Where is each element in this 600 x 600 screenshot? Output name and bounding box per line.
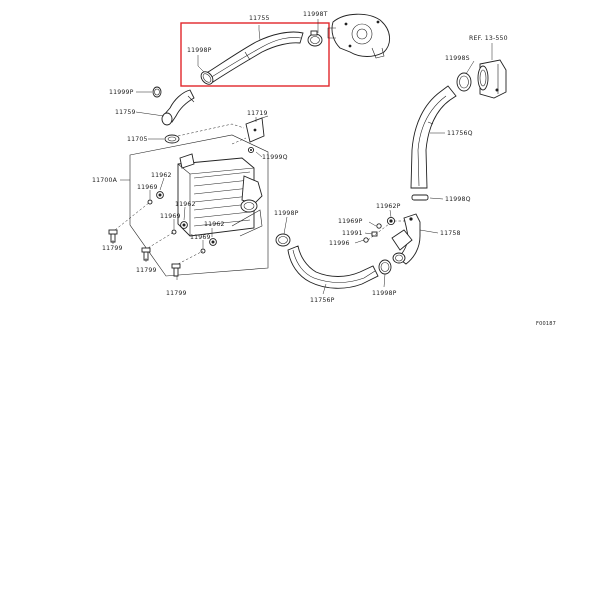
label-11969-right: 11969 [190,234,211,241]
highlight-box [180,22,330,87]
bolt-11799-bottom[interactable] [171,263,181,277]
label-11962-right: 11962 [204,221,225,228]
bolt-11962P[interactable] [386,216,396,226]
label-11758: 11758 [440,230,461,237]
washer-11969-left[interactable] [147,199,153,205]
label-11962-left: 11962 [151,172,172,179]
assembly-bracket-line [129,134,269,277]
label-11799-left: 11799 [102,245,123,252]
hose-11756Q[interactable] [410,85,457,189]
hose-clamp-11998S[interactable] [456,72,472,92]
washer-11969-mid[interactable] [171,229,177,235]
hose-clamp-11998P-middle[interactable] [275,233,291,247]
bolt-11962-mid[interactable] [180,221,188,229]
throttle-body [477,59,507,99]
diagram-code: F00187 [536,321,556,327]
label-11705: 11705 [127,136,148,143]
hose-clamp-11998Q[interactable] [411,194,429,201]
label-11700A: 11700A [92,177,118,184]
label-11991: 11991 [342,230,363,237]
bolt-11962-left[interactable] [156,191,164,199]
washer-11969P[interactable] [376,223,382,229]
nut-11996[interactable] [363,237,369,243]
label-11799-bottom: 11799 [166,290,187,297]
label-11969-left: 11969 [137,184,158,191]
label-11996: 11996 [329,240,350,247]
bolt-11799-left[interactable] [108,229,118,243]
air-pipe-11758[interactable] [391,213,421,265]
bolt-11962-right[interactable] [209,238,217,246]
label-11759: 11759 [115,109,136,116]
turbocharger [327,13,390,59]
label-11756P: 11756P [310,297,335,304]
label-11719: 11719 [247,110,268,117]
label-11969-mid: 11969 [160,213,181,220]
label-11755: 11755 [249,15,270,22]
label-11756Q: 11756Q [447,130,473,137]
label-11998P-right: 11998P [372,290,397,297]
bolt-11799-mid[interactable] [141,247,151,261]
hose-clamp-11998T[interactable] [307,30,323,47]
hose-11755[interactable] [204,31,304,83]
hose-clamp-11998P-top[interactable] [199,69,216,86]
leader-lines [112,19,493,295]
label-11998T: 11998T [303,11,328,18]
label-11999Q: 11999Q [262,154,288,161]
label-11999P: 11999P [109,89,134,96]
hose-clamp-11998P-right[interactable] [378,259,392,275]
clip-11999Q[interactable] [247,146,255,154]
hose-11705[interactable] [164,134,180,144]
label-11998P-middle: 11998P [274,210,299,217]
air-pipe-11759[interactable] [161,89,195,126]
bracket-11719[interactable] [245,115,269,143]
label-11998Q: 11998Q [445,196,471,203]
label-11962-mid: 11962 [175,201,196,208]
hose-clamp-11999P[interactable] [152,86,162,98]
intercooler-11700A[interactable] [177,153,263,237]
label-11998S: 11998S [445,55,470,62]
label-ref-13-550: REF. 13-550 [469,35,508,42]
hose-11756P[interactable] [287,245,379,289]
label-11998P-top: 11998P [187,47,212,54]
label-11799-mid: 11799 [136,267,157,274]
label-11969P: 11969P [338,218,363,225]
label-11962P: 11962P [376,203,401,210]
